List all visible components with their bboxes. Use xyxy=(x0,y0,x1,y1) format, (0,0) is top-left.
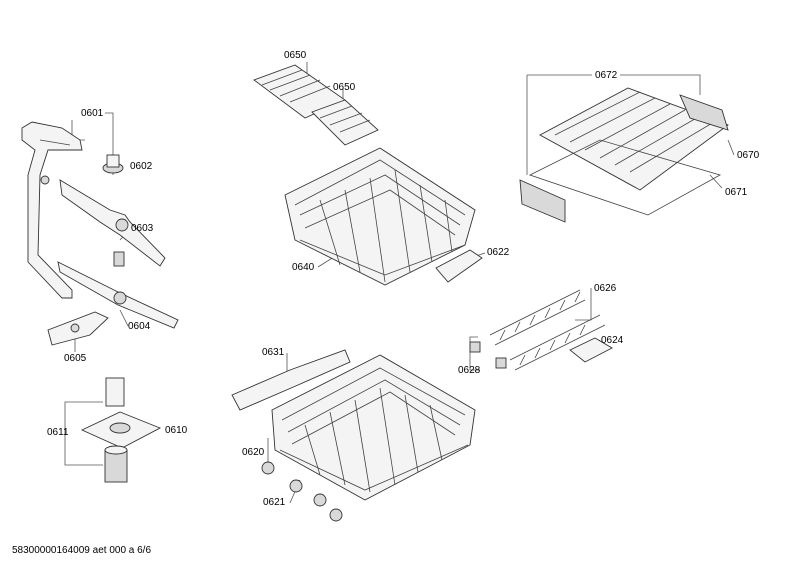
upper-basket[interactable] xyxy=(284,147,476,286)
label-0621[interactable]: 0621 xyxy=(263,497,286,508)
tine-rows[interactable] xyxy=(489,289,606,371)
spray-arm-cover[interactable] xyxy=(47,311,109,346)
label-0650-a[interactable]: 0650 xyxy=(284,50,307,61)
label-0626[interactable]: 0626 xyxy=(594,283,617,294)
label-0624[interactable]: 0624 xyxy=(601,335,624,346)
label-0650-b[interactable]: 0650 xyxy=(333,82,356,93)
basket-wheels[interactable] xyxy=(261,461,343,522)
label-0610[interactable]: 0610 xyxy=(165,425,188,436)
third-rack-assembly[interactable] xyxy=(519,87,729,223)
label-0671[interactable]: 0671 xyxy=(725,187,748,198)
label-0631[interactable]: 0631 xyxy=(262,347,285,358)
label-0611[interactable]: 0611 xyxy=(47,427,69,438)
label-0622[interactable]: 0622 xyxy=(487,247,510,258)
label-0670[interactable]: 0670 xyxy=(737,150,760,161)
cup-shelf-part[interactable] xyxy=(435,249,483,283)
document-footer: 58300000164009 aet 000 a 6/6 xyxy=(12,545,152,556)
filter-assembly[interactable] xyxy=(80,377,162,483)
clip-parts[interactable] xyxy=(469,337,613,369)
label-0602[interactable]: 0602 xyxy=(130,161,153,172)
spray-nozzle-part[interactable] xyxy=(102,154,124,174)
label-0601[interactable]: 0601 xyxy=(81,108,104,119)
label-0640[interactable]: 0640 xyxy=(292,262,315,273)
label-0603[interactable]: 0603 xyxy=(131,223,154,234)
label-0604[interactable]: 0604 xyxy=(128,321,151,332)
lower-basket[interactable] xyxy=(271,354,476,501)
label-0628[interactable]: 0628 xyxy=(458,365,481,376)
supply-pipe[interactable] xyxy=(21,121,83,299)
label-0605[interactable]: 0605 xyxy=(64,353,87,364)
lower-spray-arm[interactable] xyxy=(57,261,179,329)
cutlery-tray-b[interactable] xyxy=(311,99,379,146)
label-0672[interactable]: 0672 xyxy=(595,70,618,81)
label-0620[interactable]: 0620 xyxy=(242,447,265,458)
upper-spray-arm[interactable] xyxy=(59,179,166,267)
cutlery-insert[interactable] xyxy=(231,349,351,411)
